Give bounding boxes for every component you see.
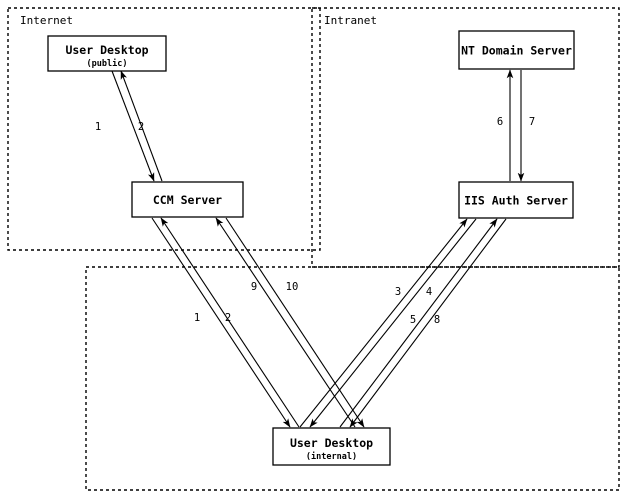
flow-arrow-flow-1b: [151, 217, 291, 428]
node-box-user-desktop-public: [47, 35, 167, 72]
flow-step-label-flow-2b: 2: [225, 312, 231, 324]
zone-label-intranet: Intranet: [324, 14, 377, 27]
flow-step-label-flow-1: 1: [95, 121, 101, 133]
flow-step-label-flow-5: 5: [410, 314, 416, 326]
flow-step-label-flow-3: 3: [395, 286, 401, 298]
node-subtitle-user-desktop-internal: (internal): [306, 451, 357, 462]
node-box-nt-domain-server: [458, 30, 575, 70]
flow-step-label-flow-1b: 1: [194, 312, 200, 324]
flow-arrow-flow-4: [309, 218, 477, 428]
flow-step-label-flow-2: 2: [138, 121, 144, 133]
zone-boundary-intranet: [311, 7, 620, 268]
flow-step-label-flow-4: 4: [426, 286, 432, 298]
flow-arrow-flow-5: [339, 218, 498, 428]
node-ccm-server[interactable]: CCM Server: [131, 181, 244, 218]
flow-step-label-flow-7: 7: [529, 116, 535, 128]
flow-step-label-flow-8: 8: [434, 314, 440, 326]
node-title-user-desktop-internal: User Desktop: [290, 436, 373, 450]
node-title-ccm-server: CCM Server: [153, 193, 222, 207]
node-user-desktop-internal[interactable]: User Desktop(internal): [272, 427, 391, 466]
node-title-nt-domain-server: NT Domain Server: [461, 44, 572, 58]
flow-step-label-flow-9: 9: [251, 281, 257, 293]
node-subtitle-user-desktop-public: (public): [87, 58, 128, 69]
flow-step-label-flow-6: 6: [497, 116, 503, 128]
zone-boundary-internal-zone: [85, 266, 620, 491]
node-box-ccm-server: [131, 181, 244, 218]
node-title-user-desktop-public: User Desktop: [65, 43, 148, 57]
node-user-desktop-public[interactable]: User Desktop(public): [47, 35, 167, 72]
node-box-iis-auth-server: [458, 181, 574, 219]
flow-arrow-flow-3: [299, 218, 468, 428]
zones-layer: Internet Intranet: [7, 7, 620, 491]
zone-boundary-internet: [7, 7, 321, 251]
flow-arrow-flow-1: [111, 70, 155, 182]
node-iis-auth-server[interactable]: IIS Auth Server: [458, 181, 574, 219]
flow-arrow-flow-10: [225, 217, 365, 428]
node-nt-domain-server[interactable]: NT Domain Server: [458, 30, 575, 70]
node-box-user-desktop-internal: [272, 427, 391, 466]
flow-step-label-flow-10: 10: [286, 281, 299, 293]
flow-labels-layer: 1 2 6 7 1 2 9 10 3 4 5 8: [95, 116, 535, 326]
flow-arrow-flow-2: [120, 70, 163, 182]
zone-label-internet: Internet: [20, 14, 73, 27]
node-title-iis-auth-server: IIS Auth Server: [464, 194, 568, 208]
flow-arrow-flow-2b: [160, 217, 300, 428]
flow-arrow-flow-8: [349, 218, 507, 428]
flow-arrow-flow-9: [215, 217, 356, 428]
flows-layer: [111, 69, 525, 428]
